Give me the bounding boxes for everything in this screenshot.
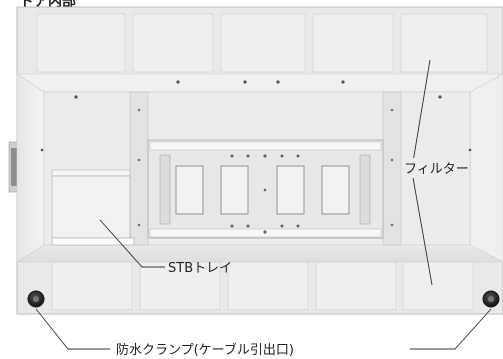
bottom-ledge bbox=[15, 244, 503, 263]
clamp-leader-right bbox=[410, 308, 492, 350]
filter-panel bbox=[312, 13, 394, 73]
mount-side-slot bbox=[359, 154, 371, 225]
left-rail bbox=[129, 91, 149, 246]
filter-panel bbox=[132, 13, 214, 73]
filter-panel bbox=[400, 13, 488, 73]
mount-side-slot bbox=[159, 154, 171, 225]
filter-label: フィルター bbox=[404, 162, 469, 177]
right-rail bbox=[382, 91, 402, 246]
mount-top-bar bbox=[149, 141, 382, 151]
callout-lines bbox=[35, 59, 492, 350]
filter-panel bbox=[51, 261, 133, 311]
mounting-plate bbox=[147, 139, 384, 239]
filter-leader-bottom bbox=[411, 171, 433, 286]
tray-base bbox=[51, 237, 135, 246]
left-side-wall bbox=[16, 73, 45, 263]
clamp-leader-left bbox=[35, 308, 110, 350]
mount-cutout bbox=[321, 165, 350, 215]
filter-panel bbox=[402, 261, 474, 311]
top-ledge bbox=[16, 73, 503, 93]
stb-leader bbox=[99, 219, 165, 268]
right-side-wall bbox=[469, 73, 503, 263]
filter-panel bbox=[227, 261, 309, 311]
mount-cutout bbox=[175, 165, 204, 215]
hinge-plate bbox=[11, 148, 18, 186]
filter-panel bbox=[36, 13, 126, 73]
mount-cutout bbox=[276, 165, 305, 215]
filter-label-bg bbox=[402, 158, 468, 178]
mount-cutout bbox=[220, 165, 249, 215]
bottom-filter-row bbox=[51, 261, 474, 311]
waterproof-clamp-label: 防水クランプ(ケーブル引出口) bbox=[116, 342, 294, 358]
clamp-center bbox=[33, 296, 39, 302]
filter-panel bbox=[220, 13, 306, 73]
filter-leader-top bbox=[411, 59, 431, 169]
heading: ドア内部 bbox=[20, 0, 76, 10]
tray-body bbox=[51, 175, 131, 239]
clamp-center bbox=[488, 296, 494, 302]
filter-panel bbox=[315, 261, 397, 311]
screws-top bbox=[40, 80, 472, 152]
stb-tray-label: STBトレイ bbox=[168, 261, 232, 276]
stb-tray bbox=[51, 169, 135, 246]
top-filter-row bbox=[36, 13, 488, 73]
filter-panel bbox=[139, 261, 221, 311]
tray-top-edge bbox=[51, 169, 131, 177]
rail-holes bbox=[137, 108, 394, 227]
